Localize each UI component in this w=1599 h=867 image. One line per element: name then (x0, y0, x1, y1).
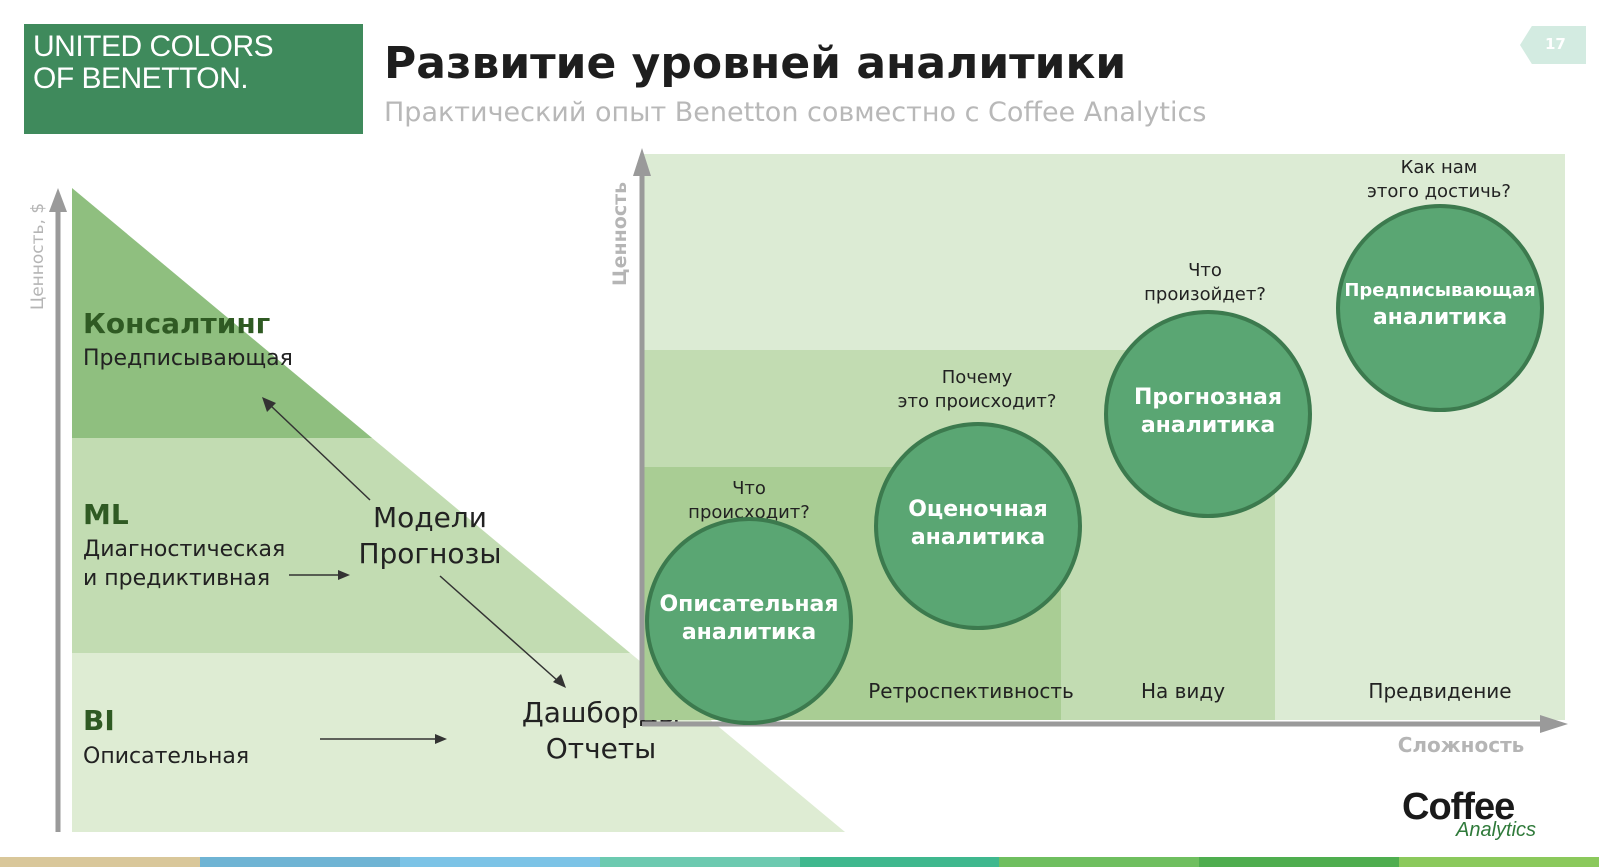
stage-3-label-2: аналитика (1141, 413, 1275, 438)
pyramid-axis-label: Ценность, $ (28, 203, 48, 310)
reports-label: Отчеты (546, 732, 657, 765)
coffee-logo-word: Coffee (1402, 786, 1515, 828)
slide-title: Развитие уровней аналитики (384, 38, 1127, 89)
footer-segment (0, 857, 200, 867)
question-2-line-1: Почему (942, 367, 1013, 388)
question-3-line-2: произойдет? (1144, 284, 1266, 305)
pyramid-axis-arrowhead (49, 188, 67, 212)
logo-line-2: OF BENETTON. (33, 62, 249, 95)
footer-segment (399, 857, 600, 867)
footer-segment (199, 857, 400, 867)
question-4-line-1: Как нам (1401, 157, 1478, 178)
arrow-forecasts-to-dashboards (439, 575, 559, 682)
arrowhead-bi-to-dashboards (435, 734, 447, 744)
page-number-badge: 17 (1520, 26, 1586, 64)
level-desc-consulting: Предписывающая (83, 346, 293, 371)
band-label-visible: На виду (1141, 679, 1225, 703)
footer-segment (799, 857, 1000, 867)
coffee-analytics-logo: Coffee Analytics (1402, 786, 1562, 846)
slide-subtitle: Практический опыт Benetton совместно с C… (384, 97, 1207, 128)
stage-circle-diagnostic (874, 422, 1082, 630)
question-1-line-1: Что (732, 478, 766, 499)
level-name-ml: ML (83, 498, 129, 531)
band-label-foresight: Предвидение (1368, 679, 1511, 703)
coffee-logo-sub: Analytics (1456, 819, 1537, 841)
footer-segment (599, 857, 800, 867)
stage-2-label-2: аналитика (911, 525, 1045, 550)
logo-line-1: UNITED COLORS (33, 30, 274, 63)
matrix-x-arrowhead (1540, 715, 1568, 733)
matrix-x-axis-label: Сложность (1398, 733, 1525, 757)
level-desc-ml-2: и предиктивная (83, 566, 270, 591)
level-name-consulting: Консалтинг (83, 307, 270, 340)
maturity-matrix: Ценность Сложность Ретроспективность На … (609, 148, 1568, 757)
level-desc-bi: Описательная (83, 744, 249, 769)
page-number: 17 (1545, 35, 1566, 53)
footer-segment (999, 857, 1200, 867)
level-name-bi: BI (83, 704, 115, 737)
arrowhead-ml-to-models (338, 570, 350, 580)
question-4-line-2: этого достичь? (1367, 181, 1511, 202)
stage-3-label-1: Прогнозная (1134, 385, 1282, 410)
stage-circle-predictive (1104, 310, 1312, 518)
arrowhead-forecasts-to-dashboards (553, 674, 566, 688)
benetton-logo: UNITED COLORS OF BENETTON. (24, 24, 363, 134)
level-desc-ml-1: Диагностическая (83, 537, 285, 562)
stage-4-label-2: аналитика (1373, 305, 1507, 330)
footer-segment (1199, 857, 1400, 867)
matrix-y-axis-label: Ценность (609, 182, 631, 286)
stage-1-label-2: аналитика (682, 620, 816, 645)
arrow-models-to-consulting (269, 404, 371, 501)
stage-4-label-1: Предписывающая (1344, 280, 1535, 301)
models-label: Модели (373, 501, 487, 534)
question-2-line-2: это происходит? (898, 391, 1057, 412)
forecasts-label: Прогнозы (358, 537, 501, 570)
stage-2-label-1: Оценочная (908, 497, 1048, 522)
band-label-retrospective: Ретроспективность (868, 679, 1074, 703)
footer-color-strip (0, 857, 1599, 867)
footer-segment (1399, 857, 1599, 867)
question-3-line-1: Что (1188, 260, 1222, 281)
stage-circle-prescriptive (1336, 204, 1544, 412)
matrix-y-arrowhead (633, 148, 651, 176)
stage-circle-descriptive (645, 517, 853, 725)
stage-1-label-1: Описательная (659, 592, 838, 617)
arrowhead-models-to-consulting (262, 397, 276, 412)
question-1-line-2: происходит? (688, 502, 810, 523)
